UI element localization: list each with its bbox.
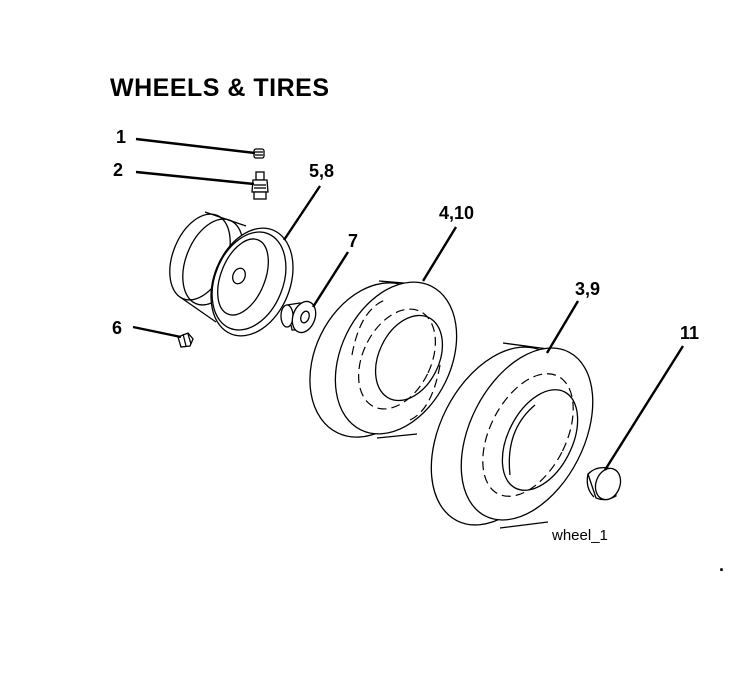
callout-label-1: 1 [116,127,126,147]
callout-label-58: 5,8 [309,161,334,181]
page-mark: . [719,555,724,575]
page-title: WHEELS & TIRES [110,74,330,102]
callout-label-6: 6 [112,318,122,338]
rear-tire-part [430,342,594,529]
leader-line-6 [132,325,182,339]
callout-label-410: 4,10 [439,203,474,223]
leader-line-7 [311,251,350,308]
leader-line-1 [135,137,256,155]
bushing-part [280,300,317,334]
callout-label-7: 7 [348,231,358,251]
callout-label-11: 11 [680,323,699,343]
lug-fitting-part [177,332,194,348]
figure-caption: wheel_1 [551,527,608,544]
valve-cap-part [253,148,265,159]
end-cap-part [586,466,622,501]
front-tire-part [309,280,458,439]
callout-label-2: 2 [113,160,123,180]
leader-line-58 [283,185,321,241]
valve-stem-part [251,171,269,200]
leader-line-39 [545,300,580,354]
leader-line-2 [135,170,255,186]
wheel-rim-part [169,211,294,337]
leader-line-11 [603,345,685,471]
callout-label-39: 3,9 [575,279,600,299]
leader-line-410 [421,226,458,282]
